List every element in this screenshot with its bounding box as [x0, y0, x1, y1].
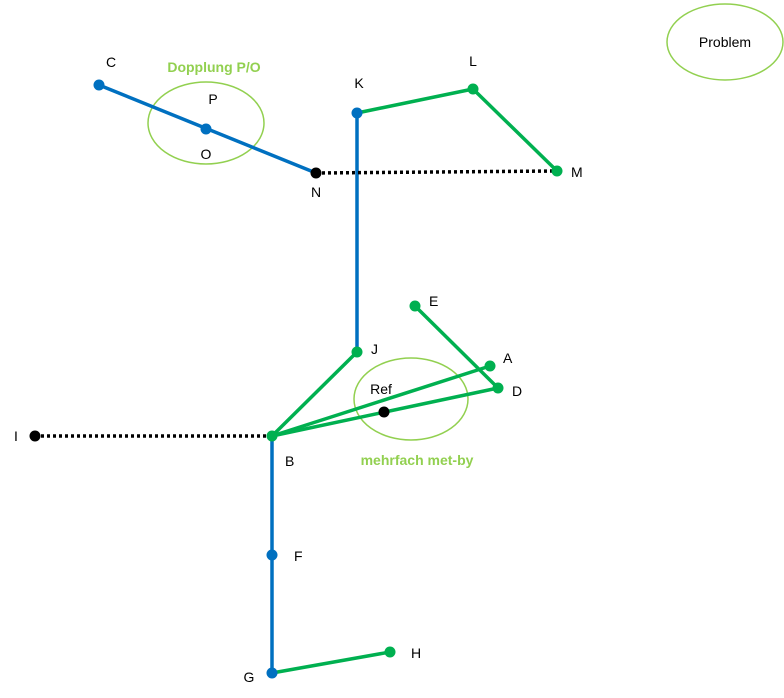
nodes-layer	[29, 79, 563, 679]
node-label-l: L	[469, 53, 477, 69]
node-f	[266, 549, 278, 561]
node-label-m: M	[571, 164, 583, 180]
edge-j-b	[270, 350, 359, 438]
node-label-b: B	[285, 453, 294, 469]
edge-n-m	[315, 169, 558, 175]
dopplung-ellipse	[147, 81, 265, 165]
node-label-g: G	[244, 669, 255, 685]
node-e	[409, 300, 421, 312]
node-a	[484, 360, 496, 372]
node-label-e: E	[429, 293, 438, 309]
node-label-k: K	[354, 75, 364, 91]
node-b	[266, 430, 278, 442]
edges-layer	[35, 83, 559, 675]
node-l	[467, 83, 479, 95]
node-label-ref: Ref	[370, 381, 392, 397]
problem-ellipse	[666, 3, 784, 81]
node-label-d: D	[512, 383, 522, 399]
node-label-f: F	[294, 548, 303, 564]
node-n	[310, 167, 322, 179]
edge-k-l	[356, 87, 474, 115]
node-j	[351, 346, 363, 358]
node-label-o: O	[201, 146, 212, 162]
edge-g-h	[271, 650, 391, 675]
node-label-c: C	[106, 54, 116, 70]
dopplung-label: Dopplung P/O	[167, 59, 260, 75]
annotation-texts: Dopplung P/O mehrfach met-by Problem	[167, 34, 751, 468]
problem-label: Problem	[699, 34, 751, 50]
node-k	[351, 107, 363, 119]
edge-b-a	[271, 364, 491, 438]
node-c	[93, 79, 105, 91]
node-label-n: N	[311, 184, 321, 200]
node-h	[384, 646, 396, 658]
node-ref	[378, 406, 390, 418]
mehrfach-label: mehrfach met-by	[361, 452, 474, 468]
node-label-j: J	[371, 341, 378, 357]
annotation-ellipses	[147, 3, 784, 441]
node-label-p: P	[208, 91, 217, 107]
node-i	[29, 430, 41, 442]
node-g	[266, 667, 278, 679]
node-label-h: H	[411, 645, 421, 661]
mehrfach-ellipse	[353, 357, 469, 441]
node-m	[551, 165, 563, 177]
edge-e-d	[413, 304, 500, 390]
edge-l-m	[471, 87, 559, 173]
node-o	[200, 123, 212, 135]
node-label-i: I	[14, 428, 18, 444]
node-d	[492, 382, 504, 394]
node-label-a: A	[503, 350, 513, 366]
